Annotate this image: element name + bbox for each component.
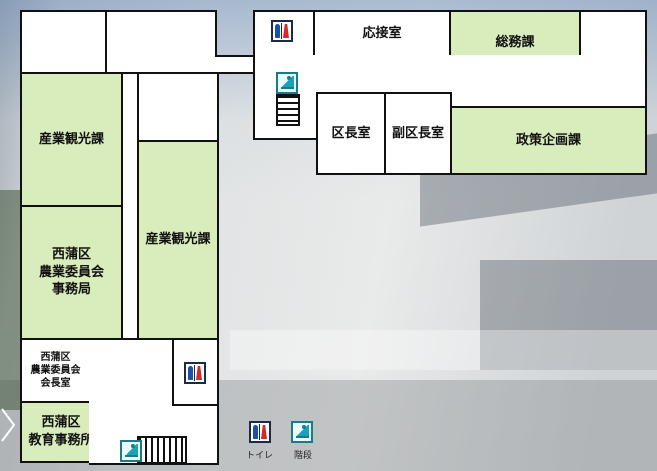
- legend-stairs-icon: [291, 421, 313, 443]
- general-affairs-label: 総務課: [495, 35, 535, 51]
- education-office-label: 西蒲区 教育事務所: [28, 415, 94, 448]
- corridor-top-middle: [105, 10, 217, 74]
- toilet-icon: [184, 362, 206, 384]
- reception-room[interactable]: 応接室: [313, 10, 451, 57]
- corridor-top-left: [20, 10, 107, 74]
- ward-mayor-label: 区長室: [331, 125, 371, 141]
- policy-planning-room[interactable]: 政策企画課: [450, 106, 647, 175]
- legend-toilet-label: トイレ: [246, 451, 274, 461]
- stairs-lower: [137, 436, 187, 464]
- legend-toilet-icon: [249, 421, 271, 443]
- corridor-top-connector: [215, 55, 255, 74]
- deputy-mayor-room[interactable]: 副区長室: [384, 92, 452, 175]
- toilet-icon: [271, 20, 293, 42]
- stairs-icon: [276, 72, 298, 94]
- room-upper-right-of-corridor: [137, 72, 219, 142]
- stairs-icon: [120, 440, 142, 462]
- deputy-mayor-label: 副区長室: [391, 125, 444, 141]
- industry-tourism-room-1[interactable]: 産業観光課: [20, 72, 123, 207]
- education-office-room[interactable]: 西蒲区 教育事務所: [20, 401, 102, 463]
- stairs-upper: [276, 94, 300, 126]
- ward-mayor-room[interactable]: 区長室: [316, 92, 386, 175]
- legend-stairs-label: 階段: [294, 451, 313, 461]
- reception-room-label: 応接室: [362, 25, 402, 41]
- industry-tourism-room-2[interactable]: 産業観光課: [137, 140, 219, 340]
- agri-committee-chair-label: 西蒲区 農業委員会 会長室: [30, 352, 81, 389]
- agri-committee-office-room[interactable]: 西蒲区 農業委員会 事務局: [20, 205, 123, 340]
- policy-planning-label: 政策企画課: [515, 132, 581, 148]
- agri-committee-chair-room[interactable]: 西蒲区 農業委員会 会長室: [20, 338, 91, 403]
- industry-tourism-label-2: 産業観光課: [145, 232, 211, 248]
- agri-committee-office-label: 西蒲区 農業委員会 事務局: [38, 247, 104, 298]
- industry-tourism-label-1: 産業観光課: [38, 131, 104, 147]
- chevron-left-icon[interactable]: [0, 405, 16, 445]
